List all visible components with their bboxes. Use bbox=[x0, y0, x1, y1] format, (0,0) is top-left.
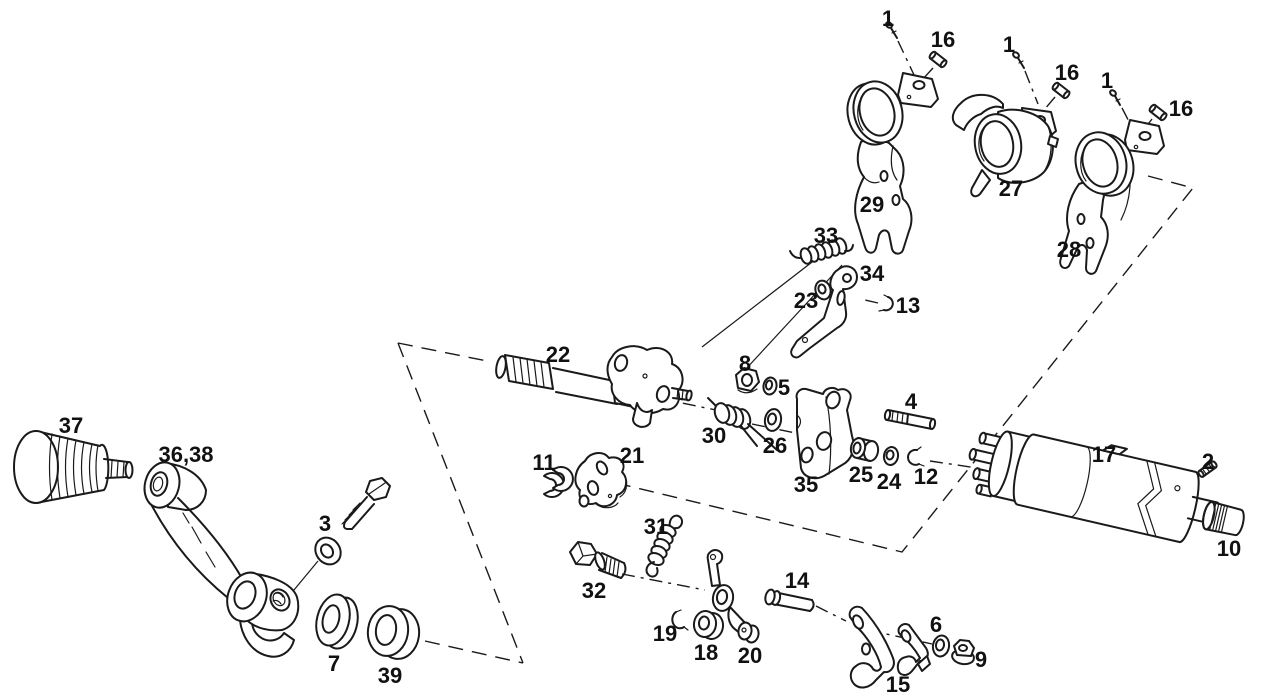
part-label-37: 37 bbox=[59, 413, 83, 438]
part-35-bracket bbox=[795, 386, 855, 480]
part-31-spring bbox=[645, 514, 684, 578]
part-label-20: 20 bbox=[738, 643, 762, 668]
part-1-screw-a bbox=[885, 21, 898, 39]
part-15-brackets bbox=[848, 605, 931, 689]
part-33-spring bbox=[789, 237, 854, 265]
part-label-25: 25 bbox=[849, 462, 873, 487]
part-label-35: 35 bbox=[794, 472, 818, 497]
part-4-pin bbox=[883, 409, 937, 430]
part-label-32: 32 bbox=[582, 578, 606, 603]
part-16-dowel-pin-b bbox=[1051, 81, 1071, 100]
part-label-26: 26 bbox=[763, 433, 787, 458]
part-label-6: 6 bbox=[930, 612, 942, 637]
part-16-dowel-pin-a bbox=[928, 50, 948, 69]
part-label-39: 39 bbox=[378, 663, 402, 688]
part-label-17: 17 bbox=[1092, 442, 1116, 467]
part-10-bearing bbox=[1202, 500, 1245, 537]
part-label-24: 24 bbox=[877, 469, 902, 494]
part-label-11: 11 bbox=[532, 450, 555, 475]
part-12-retaining-ring bbox=[907, 446, 925, 467]
part-label-16: 16 bbox=[1055, 60, 1079, 85]
part-25-spacer bbox=[849, 437, 880, 462]
part-label-1: 1 bbox=[882, 6, 894, 31]
part-22-shifter-shaft bbox=[495, 345, 693, 428]
part-label-28: 28 bbox=[1057, 237, 1081, 262]
part-26-washer bbox=[763, 408, 783, 432]
part-18-roller bbox=[692, 610, 725, 640]
part-label-19: 19 bbox=[653, 621, 677, 646]
part-21-cam-plate bbox=[574, 452, 628, 509]
part-29-shift-fork bbox=[846, 72, 939, 255]
part-label-2: 2 bbox=[1202, 449, 1214, 474]
part-label-16: 16 bbox=[931, 27, 955, 52]
part-34-lever bbox=[790, 265, 858, 359]
part-8-nut bbox=[735, 367, 760, 394]
part-17-shifter-drum bbox=[968, 430, 1221, 544]
part-9-nut bbox=[951, 639, 975, 666]
part-20-pawl-lever bbox=[706, 549, 760, 644]
part-label-34: 34 bbox=[860, 261, 885, 286]
part-label-29: 29 bbox=[860, 192, 884, 217]
part-label-3: 3 bbox=[319, 511, 331, 536]
part-label-13: 13 bbox=[896, 293, 920, 318]
part-label-9: 9 bbox=[975, 647, 987, 672]
part-label-4: 4 bbox=[905, 389, 918, 414]
part-16-dowel-pin-c bbox=[1148, 103, 1168, 122]
part-14-pin bbox=[764, 588, 815, 612]
part-label-8: 8 bbox=[739, 351, 751, 376]
part-1-screw-c bbox=[1109, 89, 1121, 106]
part-28-shift-fork bbox=[1059, 119, 1165, 275]
part-label-36-38: 36,38 bbox=[158, 442, 213, 467]
part-label-23: 23 bbox=[794, 288, 818, 313]
part-label-18: 18 bbox=[694, 640, 718, 665]
part-36-38-shift-lever bbox=[143, 461, 300, 658]
part-19-retaining-ring bbox=[671, 609, 689, 631]
part-24-washer bbox=[882, 446, 900, 466]
part-label-21: 21 bbox=[620, 443, 644, 468]
part-13-retaining-ring bbox=[878, 294, 894, 312]
part-label-22: 22 bbox=[546, 342, 570, 367]
part-7-washer bbox=[315, 593, 359, 650]
part-label-16: 16 bbox=[1169, 96, 1193, 121]
part-label-12: 12 bbox=[914, 464, 938, 489]
part-1-screw-b bbox=[1012, 51, 1025, 69]
part-32-bolt bbox=[569, 541, 627, 579]
part-label-33: 33 bbox=[814, 223, 838, 248]
part-27-shift-fork bbox=[951, 93, 1059, 198]
part-label-15: 15 bbox=[886, 672, 910, 697]
part-label-31: 31 bbox=[644, 514, 668, 539]
part-label-5: 5 bbox=[778, 375, 790, 400]
part-label-7: 7 bbox=[328, 651, 340, 676]
part-2-pin bbox=[1197, 460, 1218, 478]
part-5-washer bbox=[762, 376, 778, 396]
part-label-10: 10 bbox=[1217, 536, 1241, 561]
part-3-bolt bbox=[314, 477, 391, 566]
part-label-1: 1 bbox=[1101, 68, 1113, 93]
part-39-spacer bbox=[366, 605, 421, 660]
part-label-1: 1 bbox=[1003, 32, 1015, 57]
part-label-30: 30 bbox=[702, 423, 726, 448]
part-label-27: 27 bbox=[999, 176, 1023, 201]
part-label-14: 14 bbox=[785, 568, 810, 593]
part-11-lock-washer bbox=[543, 466, 574, 498]
part-6-washer bbox=[931, 634, 951, 658]
part-37-footpeg bbox=[13, 430, 134, 504]
part-30-spring bbox=[707, 397, 778, 451]
